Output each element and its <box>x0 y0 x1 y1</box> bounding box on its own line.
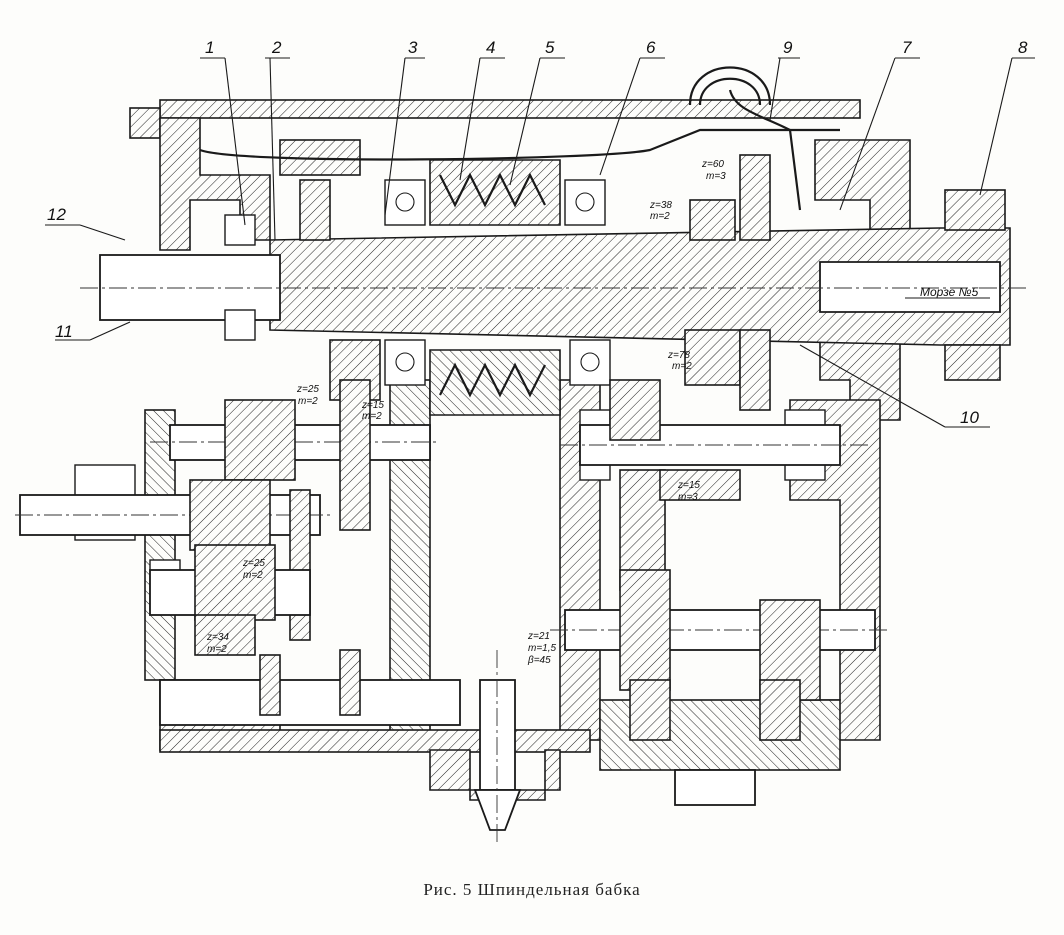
gear-z38: z=38 <box>649 200 672 211</box>
callout-5: 5 <box>545 38 555 57</box>
shafts <box>15 379 890 845</box>
gear-z25a: z=25 <box>296 384 319 395</box>
gear-z21: z=21 <box>527 631 550 642</box>
callout-10: 10 <box>960 408 979 427</box>
callout-2: 2 <box>271 38 282 57</box>
callout-7: 7 <box>902 38 912 57</box>
gear-z25b-m: m=2 <box>243 570 263 581</box>
pulley-lower <box>429 349 561 416</box>
callout-4: 4 <box>486 38 495 57</box>
callout-8: 8 <box>1018 38 1028 57</box>
oil-tube <box>199 89 840 211</box>
gear-z60: z=60 <box>701 159 724 170</box>
figure-caption: Рис. 5 Шпиндельная бабка <box>423 880 641 899</box>
gear-zsmall-m: m=2 <box>362 411 382 422</box>
callout-9: 9 <box>783 38 793 57</box>
callout-3: 3 <box>408 38 418 57</box>
gear-z15-m: m=3 <box>678 492 698 503</box>
gear-z21-b: β=45 <box>527 655 551 666</box>
callout-11: 11 <box>55 322 73 341</box>
callout-numbers: 1 2 3 4 5 6 7 8 9 10 11 12 <box>47 38 1028 427</box>
gear-annotations: Морзе №5 z=60 m=3 z=38 m=2 z=78 m=2 z=25… <box>206 159 990 666</box>
gear-zsmall: z=15 <box>361 400 384 411</box>
gear-z78: z=78 <box>667 350 690 361</box>
gears-upper <box>279 139 771 411</box>
gear-z34-m: m=2 <box>207 644 227 655</box>
callout-1: 1 <box>205 38 214 57</box>
morse-label: Морзе №5 <box>920 285 979 299</box>
gear-z25b: z=25 <box>242 558 265 569</box>
callout-6: 6 <box>646 38 656 57</box>
gear-z78-m: m=2 <box>672 361 692 372</box>
gear-z38-m: m=2 <box>650 211 670 222</box>
gear-z60-m: m=3 <box>706 171 726 182</box>
callout-leaders <box>45 57 1035 428</box>
callout-12: 12 <box>47 205 66 224</box>
pulley-upper <box>429 159 561 226</box>
gear-z34: z=34 <box>206 632 229 643</box>
spindle <box>80 189 1030 381</box>
gear-z15: z=15 <box>677 480 700 491</box>
gear-z21-m: m=1,5 <box>528 643 557 654</box>
gear-z25a-m: m=2 <box>298 396 318 407</box>
